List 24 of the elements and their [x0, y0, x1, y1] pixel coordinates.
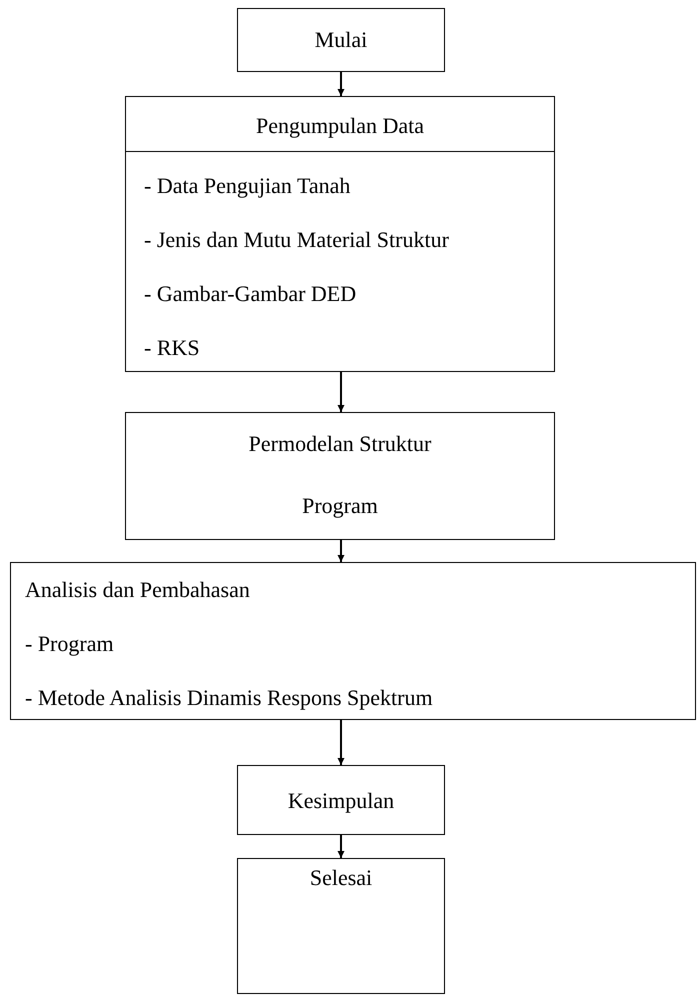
- arrow: [338, 720, 344, 765]
- heading-text: Pengumpulan Data: [254, 113, 426, 139]
- list-item: - Jenis dan Mutu Material Struktur: [144, 227, 449, 253]
- arrow: [338, 540, 344, 562]
- list-item: - Program: [25, 631, 114, 657]
- node-text: Mulai: [314, 27, 368, 53]
- list-item: - Metode Analisis Dinamis Respons Spektrum: [25, 685, 433, 711]
- list-item: - Gambar-Gambar DED: [144, 281, 356, 307]
- node-text: Program: [301, 493, 379, 519]
- heading-text: Analisis dan Pembahasan: [25, 577, 250, 603]
- node-text: Selesai: [308, 865, 374, 891]
- process-box: [10, 562, 696, 720]
- process-box: [125, 412, 555, 540]
- list-item: - Data Pengujian Tanah: [144, 173, 350, 199]
- list-item: - RKS: [144, 335, 200, 361]
- process-box: [237, 765, 445, 835]
- arrow: [338, 835, 344, 858]
- process-box: [125, 96, 555, 372]
- start-box: [237, 8, 445, 72]
- end-box: [237, 858, 445, 994]
- arrow: [338, 372, 344, 412]
- arrow: [338, 72, 344, 96]
- node-text: Permodelan Struktur: [248, 431, 432, 457]
- node-text: Kesimpulan: [286, 788, 396, 814]
